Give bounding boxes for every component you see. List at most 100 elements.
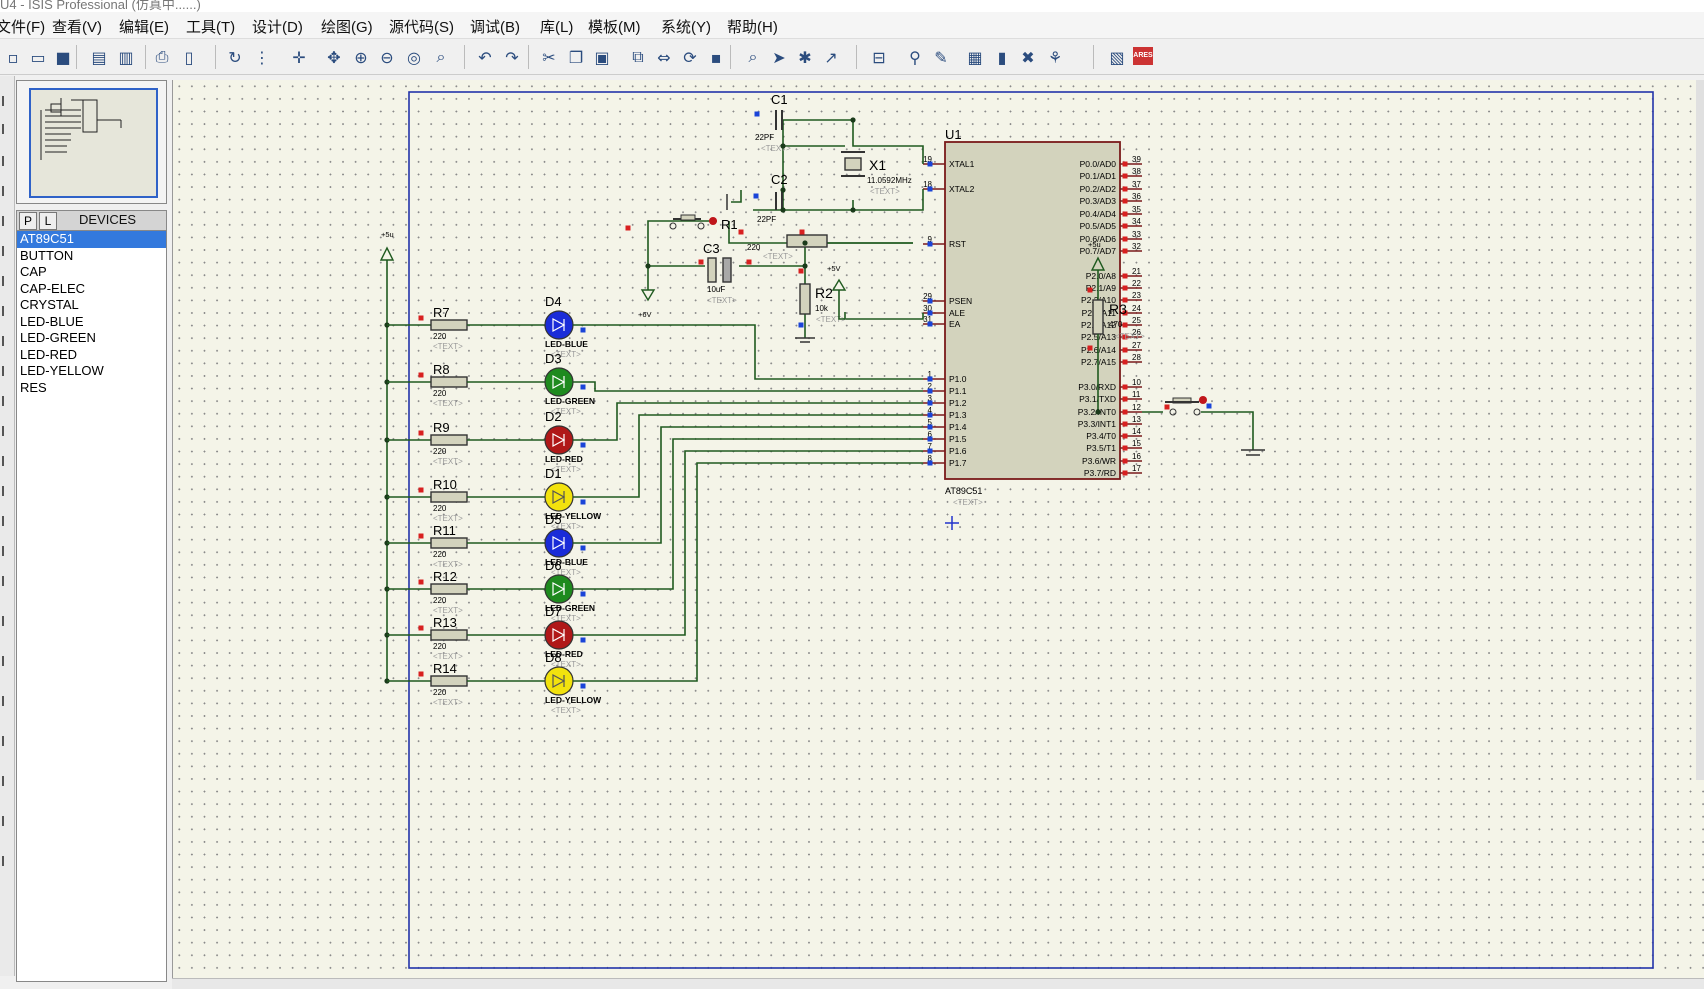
junction-dot[interactable] [802,240,808,246]
grid-icon[interactable]: ⋮ [254,47,270,67]
pin-state-marker[interactable] [798,268,804,274]
mode-tool-icon[interactable] [2,456,12,466]
junction-dot[interactable] [384,540,390,546]
zoom-all-icon[interactable]: ◎ [407,47,421,67]
pin-state-marker[interactable] [1087,287,1093,293]
pin-state-marker[interactable] [927,412,933,418]
pin-state-marker[interactable] [580,591,586,597]
horizontal-scrollbar[interactable] [172,978,1704,989]
pin-state-marker[interactable] [580,327,586,333]
device-item[interactable]: LED-RED [20,346,78,362]
bom-icon[interactable]: ▮ [997,47,1007,67]
pin-state-marker[interactable] [1122,273,1128,279]
property-assign-icon[interactable]: ✎ [934,47,948,67]
import-icon[interactable]: ▤ [91,47,107,67]
led-arrow[interactable] [552,432,566,448]
led-arrow[interactable] [552,535,566,551]
led-d2[interactable] [544,425,574,455]
pin-state-marker[interactable] [1122,211,1128,217]
wire[interactable] [844,312,924,320]
pin-state-marker[interactable] [1122,322,1128,328]
wire[interactable] [573,381,923,392]
pin-state-marker[interactable] [746,259,752,265]
pin-state-marker[interactable] [927,460,933,466]
design-explorer-icon[interactable]: ▧ [1109,47,1125,67]
pin-state-marker[interactable] [1122,470,1128,476]
menu-item-1[interactable]: 查看(V) [52,19,102,36]
junction-dot[interactable] [850,117,856,123]
mode-tool-icon[interactable] [2,516,12,526]
device-item[interactable]: CRYSTAL [20,297,79,312]
pin-state-marker[interactable] [927,376,933,382]
junction-dot[interactable] [780,207,786,213]
int0-button-contact[interactable] [1193,408,1201,416]
crystal-x1[interactable] [844,157,862,171]
device-item[interactable]: AT89C51 [17,231,166,248]
menu-item-10[interactable]: 系统(Y) [661,19,711,36]
junction-dot[interactable] [384,632,390,638]
mode-tool-icon[interactable] [2,426,12,436]
mode-tool-icon[interactable] [2,776,12,786]
search-icon[interactable]: ⚲ [909,47,921,67]
resistor-r13[interactable] [430,629,468,641]
ares-icon[interactable]: ARES [1133,47,1153,65]
pin-state-marker[interactable] [580,683,586,689]
mode-tool-icon[interactable] [2,696,12,706]
pin-state-marker[interactable] [418,579,424,585]
reset-button-state[interactable] [709,217,717,225]
pin-state-marker[interactable] [1122,223,1128,229]
package-icon[interactable]: ✱ [798,47,812,67]
pin-state-marker[interactable] [927,448,933,454]
junction-dot[interactable] [384,379,390,385]
netlist-icon[interactable]: ▦ [967,47,983,67]
mode-tool-icon[interactable] [2,576,12,586]
overview-window[interactable] [16,80,167,204]
mode-tool-icon[interactable] [2,616,12,626]
int0-button-contact[interactable] [1169,408,1177,416]
overview-viewport[interactable] [29,88,158,198]
pin-state-marker[interactable] [927,388,933,394]
mode-tool-icon[interactable] [2,486,12,496]
menu-item-6[interactable]: 源代码(S) [389,19,454,36]
pin-state-marker[interactable] [580,442,586,448]
pin-state-marker[interactable] [1122,396,1128,402]
wire[interactable] [573,402,923,441]
junction-dot[interactable] [1095,409,1101,415]
pin-state-marker[interactable] [418,487,424,493]
pin-state-marker[interactable] [1122,248,1128,254]
power-plus5u[interactable] [379,246,395,261]
pin-state-marker[interactable] [927,424,933,430]
junction-dot[interactable] [850,207,856,213]
mode-tool-icon[interactable] [2,396,12,406]
block-copy-icon[interactable]: ⧉ [632,47,644,66]
pin-state-marker[interactable] [1122,173,1128,179]
export-icon[interactable]: ▥ [118,47,134,67]
pick-device-icon[interactable]: ⌕ [748,47,758,66]
pin-state-marker[interactable] [1122,458,1128,464]
pin-state-marker[interactable] [418,315,424,321]
led-d3[interactable] [544,367,574,397]
led-d1[interactable] [544,482,574,512]
mode-tool-icon[interactable] [2,546,12,556]
device-item[interactable]: BUTTON [20,247,74,263]
pin-state-marker[interactable] [1122,310,1128,316]
wire[interactable] [573,426,923,544]
power-plus5v[interactable] [831,278,847,291]
wire[interactable] [783,119,924,164]
led-d7[interactable] [544,620,574,650]
wire[interactable] [573,438,923,590]
wire[interactable] [573,324,923,380]
pin-state-marker[interactable] [1122,297,1128,303]
refresh-icon[interactable]: ↻ [228,47,242,67]
led-d8[interactable] [544,666,574,696]
menu-item-2[interactable]: 编辑(E) [119,19,169,36]
pin-state-marker[interactable] [927,310,933,316]
pin-state-marker[interactable] [799,229,805,235]
led-arrow[interactable] [552,317,566,333]
zoom-area-icon[interactable]: ⌕ [436,47,446,66]
reset-button-contact[interactable] [669,222,677,230]
wire[interactable] [1201,411,1254,450]
pin-state-marker[interactable] [927,298,933,304]
device-item[interactable]: CAP [20,264,47,279]
